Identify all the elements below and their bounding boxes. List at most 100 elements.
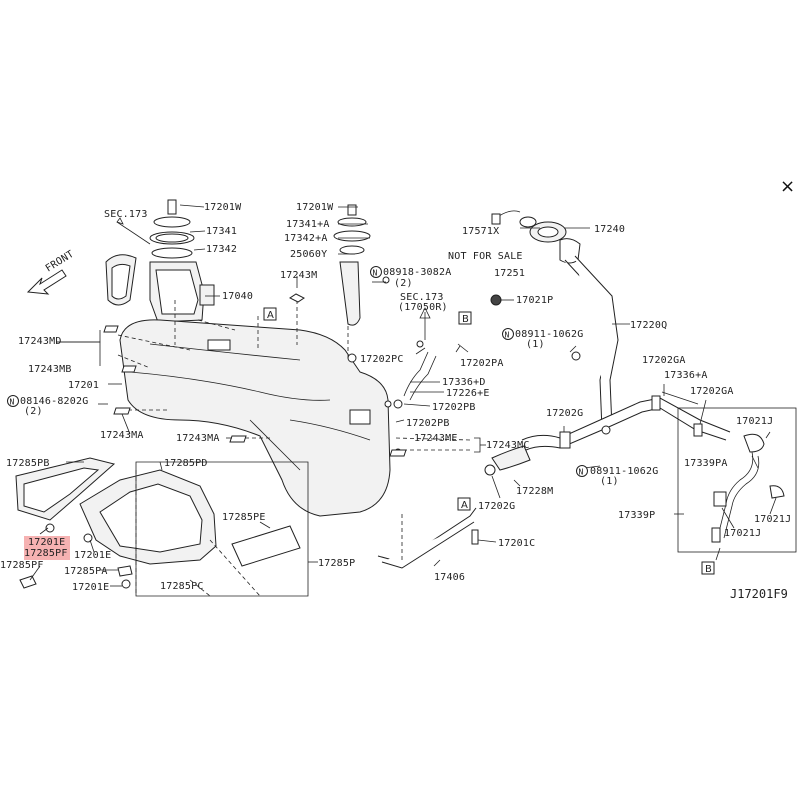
label-17202ga-b[interactable]: 17202GA (690, 386, 734, 397)
fuel-pump-assembly (105, 199, 215, 323)
label-17202pc[interactable]: 17202PC (360, 354, 404, 365)
label-17201e-c[interactable]: 17201E (72, 582, 109, 593)
label-17285p[interactable]: 17285P (318, 558, 355, 569)
label-08911-1062g-a[interactable]: 08911-1062G (515, 329, 583, 340)
label-17341[interactable]: 17341 (206, 226, 237, 237)
heat-shield-set (15, 457, 301, 589)
label-25060y[interactable]: 25060Y (290, 249, 327, 260)
label-17228m[interactable]: 17228M (516, 486, 553, 497)
label-not-for-sale: NOT FOR SALE (448, 251, 523, 262)
svg-text:A: A (267, 310, 274, 321)
front-arrow-icon (26, 269, 67, 295)
label-17202ga-a[interactable]: 17202GA (642, 355, 686, 366)
label-08146-8202g[interactable]: 08146-8202G (20, 396, 88, 407)
pad-17243m (289, 293, 305, 303)
label-17336a[interactable]: 17336+A (664, 370, 708, 381)
label-17243ma-b[interactable]: 17243MA (176, 433, 220, 444)
label-17021j-c[interactable]: 17021J (724, 528, 761, 539)
svg-text:N: N (373, 269, 378, 278)
label-17226e[interactable]: 17226+E (446, 388, 490, 399)
ref-box-b-evap[interactable]: B (701, 561, 715, 575)
label-08918-qty: (2) (394, 278, 413, 289)
n-marker-08146: N (7, 395, 19, 407)
label-sec173-a[interactable]: SEC.173 (104, 209, 148, 220)
label-17341a[interactable]: 17341+A (286, 219, 330, 230)
label-17220q[interactable]: 17220Q (630, 320, 667, 331)
label-17285pd[interactable]: 17285PD (164, 458, 208, 469)
label-08918-3082a[interactable]: 08918-3082A (383, 267, 451, 278)
label-08911-b-qty: (1) (600, 476, 619, 487)
pad-17243ma-b (229, 435, 247, 443)
label-17201w-b[interactable]: 17201W (296, 202, 334, 213)
label-08911-1062g-b[interactable]: 08911-1062G (590, 466, 658, 477)
svg-text:N: N (579, 468, 584, 477)
label-sec173-b[interactable]: SEC.173 (400, 292, 444, 303)
n-marker-08911-a: N (502, 328, 514, 340)
label-17243ma-a[interactable]: 17243MA (100, 430, 144, 441)
filler-tube (491, 238, 731, 471)
evap-hose-assembly (711, 433, 785, 543)
label-17021p[interactable]: 17021P (516, 295, 553, 306)
label-17285pf-b[interactable]: 17285PF (0, 560, 44, 571)
label-17285pb[interactable]: 17285PB (6, 458, 50, 469)
label-17201e-a[interactable]: 17201E (28, 537, 65, 548)
label-17202pb-a[interactable]: 17202PB (432, 402, 476, 413)
front-label: FRONT (44, 249, 76, 275)
label-sec173-b-sub: (17050R) (398, 302, 448, 313)
label-17243md[interactable]: 17243MD (18, 336, 62, 347)
tank-strap (377, 464, 496, 569)
fuel-level-sender (333, 204, 390, 326)
n-marker-08911-b: N (576, 465, 588, 477)
filler-cap-assembly (490, 210, 567, 306)
label-17240[interactable]: 17240 (594, 224, 625, 235)
label-17339p[interactable]: 17339P (618, 510, 655, 521)
label-17285pf-a[interactable]: 17285PF (24, 548, 68, 559)
label-17202g-a[interactable]: 17202G (546, 408, 583, 419)
label-17201w-a[interactable]: 17201W (204, 202, 242, 213)
pad-17243mb (121, 365, 137, 373)
ref-box-a-tank[interactable]: A (263, 307, 277, 321)
pad-17243md (103, 325, 119, 333)
label-17201[interactable]: 17201 (68, 380, 99, 391)
svg-text:N: N (505, 331, 510, 340)
label-17021j-b[interactable]: 17021J (754, 514, 791, 525)
label-17285pe[interactable]: 17285PE (222, 512, 266, 523)
label-17342a[interactable]: 17342+A (284, 233, 328, 244)
ref-box-a-strap[interactable]: A (457, 497, 471, 511)
label-17201c[interactable]: 17201C (498, 538, 535, 549)
label-17243mb[interactable]: 17243MB (28, 364, 72, 375)
label-17202pa[interactable]: 17202PA (460, 358, 504, 369)
label-17339pa[interactable]: 17339PA (684, 458, 728, 469)
label-17243m[interactable]: 17243M (280, 270, 317, 281)
label-17040[interactable]: 17040 (222, 291, 253, 302)
diagram-code: J17201F9 (730, 587, 788, 601)
svg-text:N: N (10, 398, 15, 407)
label-17251[interactable]: 17251 (494, 268, 525, 279)
svg-text:B: B (705, 564, 712, 575)
n-marker-08918: N (370, 266, 382, 278)
label-17243mc[interactable]: 17243MC (486, 440, 530, 451)
label-08911-a-qty: (1) (526, 339, 545, 350)
fuel-tank (119, 319, 391, 517)
label-08146-qty: (2) (24, 406, 43, 417)
label-17202g-b[interactable]: 17202G (478, 501, 515, 512)
label-17202pb-b[interactable]: 17202PB (406, 418, 450, 429)
label-17406[interactable]: 17406 (434, 572, 465, 583)
label-17285pc[interactable]: 17285PC (160, 581, 204, 592)
label-17243me[interactable]: 17243ME (414, 433, 458, 444)
label-17285pa[interactable]: 17285PA (64, 566, 108, 577)
pad-17243ma-a (113, 407, 131, 415)
svg-text:B: B (462, 314, 469, 325)
heatshield-group-box (135, 461, 309, 597)
ref-box-b-pipe[interactable]: B (458, 311, 472, 325)
label-17201e-b[interactable]: 17201E (74, 550, 111, 561)
highlight-selected-part (24, 536, 70, 560)
label-17336d[interactable]: 17336+D (442, 377, 486, 388)
close-icon[interactable]: × (780, 176, 795, 197)
label-17571x[interactable]: 17571X (462, 226, 499, 237)
label-17021j-a[interactable]: 17021J (736, 416, 773, 427)
svg-text:A: A (461, 500, 468, 511)
label-17342[interactable]: 17342 (206, 244, 237, 255)
vent-pipes (347, 340, 469, 457)
